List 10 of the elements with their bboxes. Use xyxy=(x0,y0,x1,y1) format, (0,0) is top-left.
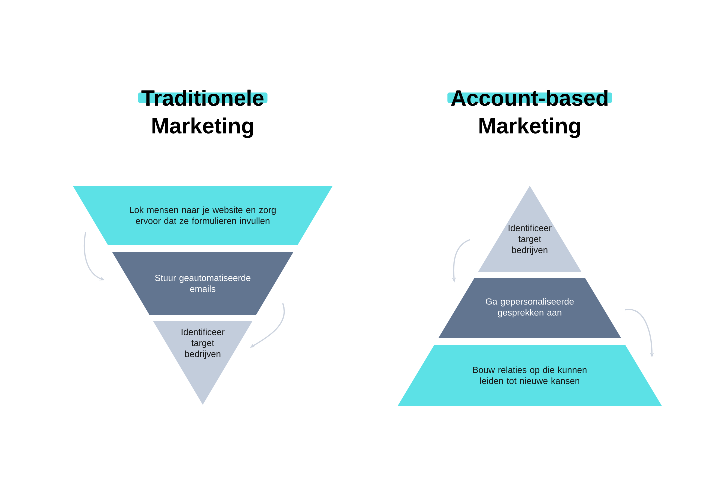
title-text: Marketing xyxy=(152,118,254,138)
highlighted-title: Traditionele xyxy=(138,90,268,106)
pyramid-band: Ga gepersonaliseerde gesprekken aan xyxy=(438,278,622,338)
funnel-band: Stuur geautomatiseerde emails xyxy=(112,252,294,315)
funnel-band: Identificeer target bedrijven xyxy=(153,321,253,405)
pyramid-band: Identificeer target bedrijven xyxy=(478,186,582,272)
funnel-band: Lok mensen naar je website en zorg ervoor dat ze formulieren invullen xyxy=(73,186,333,245)
pyramid-band: Bouw relaties op die kunnen leiden tot nieuwe kansen xyxy=(398,345,662,406)
title-text: Marketing xyxy=(480,118,580,138)
highlighted-title: Account-based xyxy=(448,90,612,106)
